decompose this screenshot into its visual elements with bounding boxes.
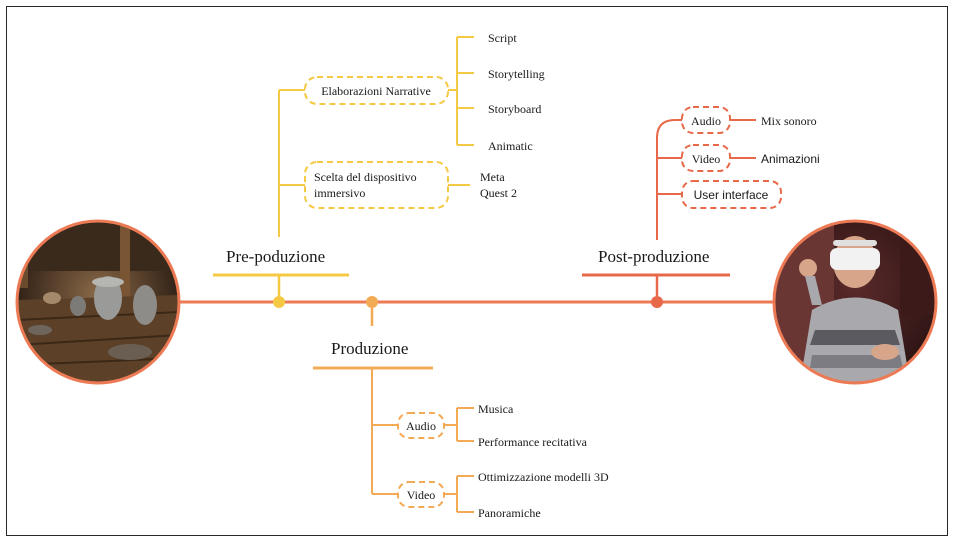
phase-produzione: Produzione Audio Musica Performance reci… <box>313 296 609 520</box>
label-scelta-dispositivo-2: immersivo <box>314 186 365 200</box>
post-title: Post-produzione <box>598 247 709 266</box>
label-post-video: Video <box>692 152 721 166</box>
label-prod-audio: Audio <box>406 419 436 433</box>
node-elaborazioni-narrative <box>304 76 449 105</box>
virtual-scene-photo <box>15 219 181 385</box>
label-prod-video: Video <box>407 488 436 502</box>
label-post-audio: Audio <box>691 114 721 128</box>
item-storyboard: Storyboard <box>488 102 541 116</box>
item-animatic: Animatic <box>488 139 533 153</box>
pre-title: Pre-poduzione <box>226 247 325 266</box>
timeline-node-prod <box>366 296 378 308</box>
node-user-interface <box>681 180 782 209</box>
label-elaborazioni-narrative: Elaborazioni Narrative <box>321 84 431 98</box>
item-musica: Musica <box>478 402 514 416</box>
item-mix-sonoro: Mix sonoro <box>761 114 817 128</box>
node-scelta-dispositivo <box>304 161 449 209</box>
item-animazioni: Animazioni <box>761 152 820 166</box>
item-performance-recitativa: Performance recitativa <box>478 435 588 449</box>
item-script: Script <box>488 31 517 45</box>
timeline-node-pre <box>273 296 285 308</box>
item-meta: Meta <box>480 170 505 184</box>
label-scelta-dispositivo-1: Scelta del dispositivo <box>314 170 417 184</box>
item-ottimizzazione-modelli: Ottimizzazione modelli 3D <box>478 470 609 484</box>
phase-post-produzione: Post-produzione Audio Mix sonoro Video A… <box>582 106 820 308</box>
item-quest-2: Quest 2 <box>480 186 517 200</box>
item-storytelling: Storytelling <box>488 67 545 81</box>
phase-pre-produzione: Pre-poduzione Elaborazioni Narrative Scr… <box>213 31 545 308</box>
vr-headset-user-photo <box>772 219 938 385</box>
item-panoramiche: Panoramiche <box>478 506 541 520</box>
prod-title: Produzione <box>331 339 408 358</box>
timeline-node-post <box>651 296 663 308</box>
label-user-interface: User interface <box>694 188 769 202</box>
